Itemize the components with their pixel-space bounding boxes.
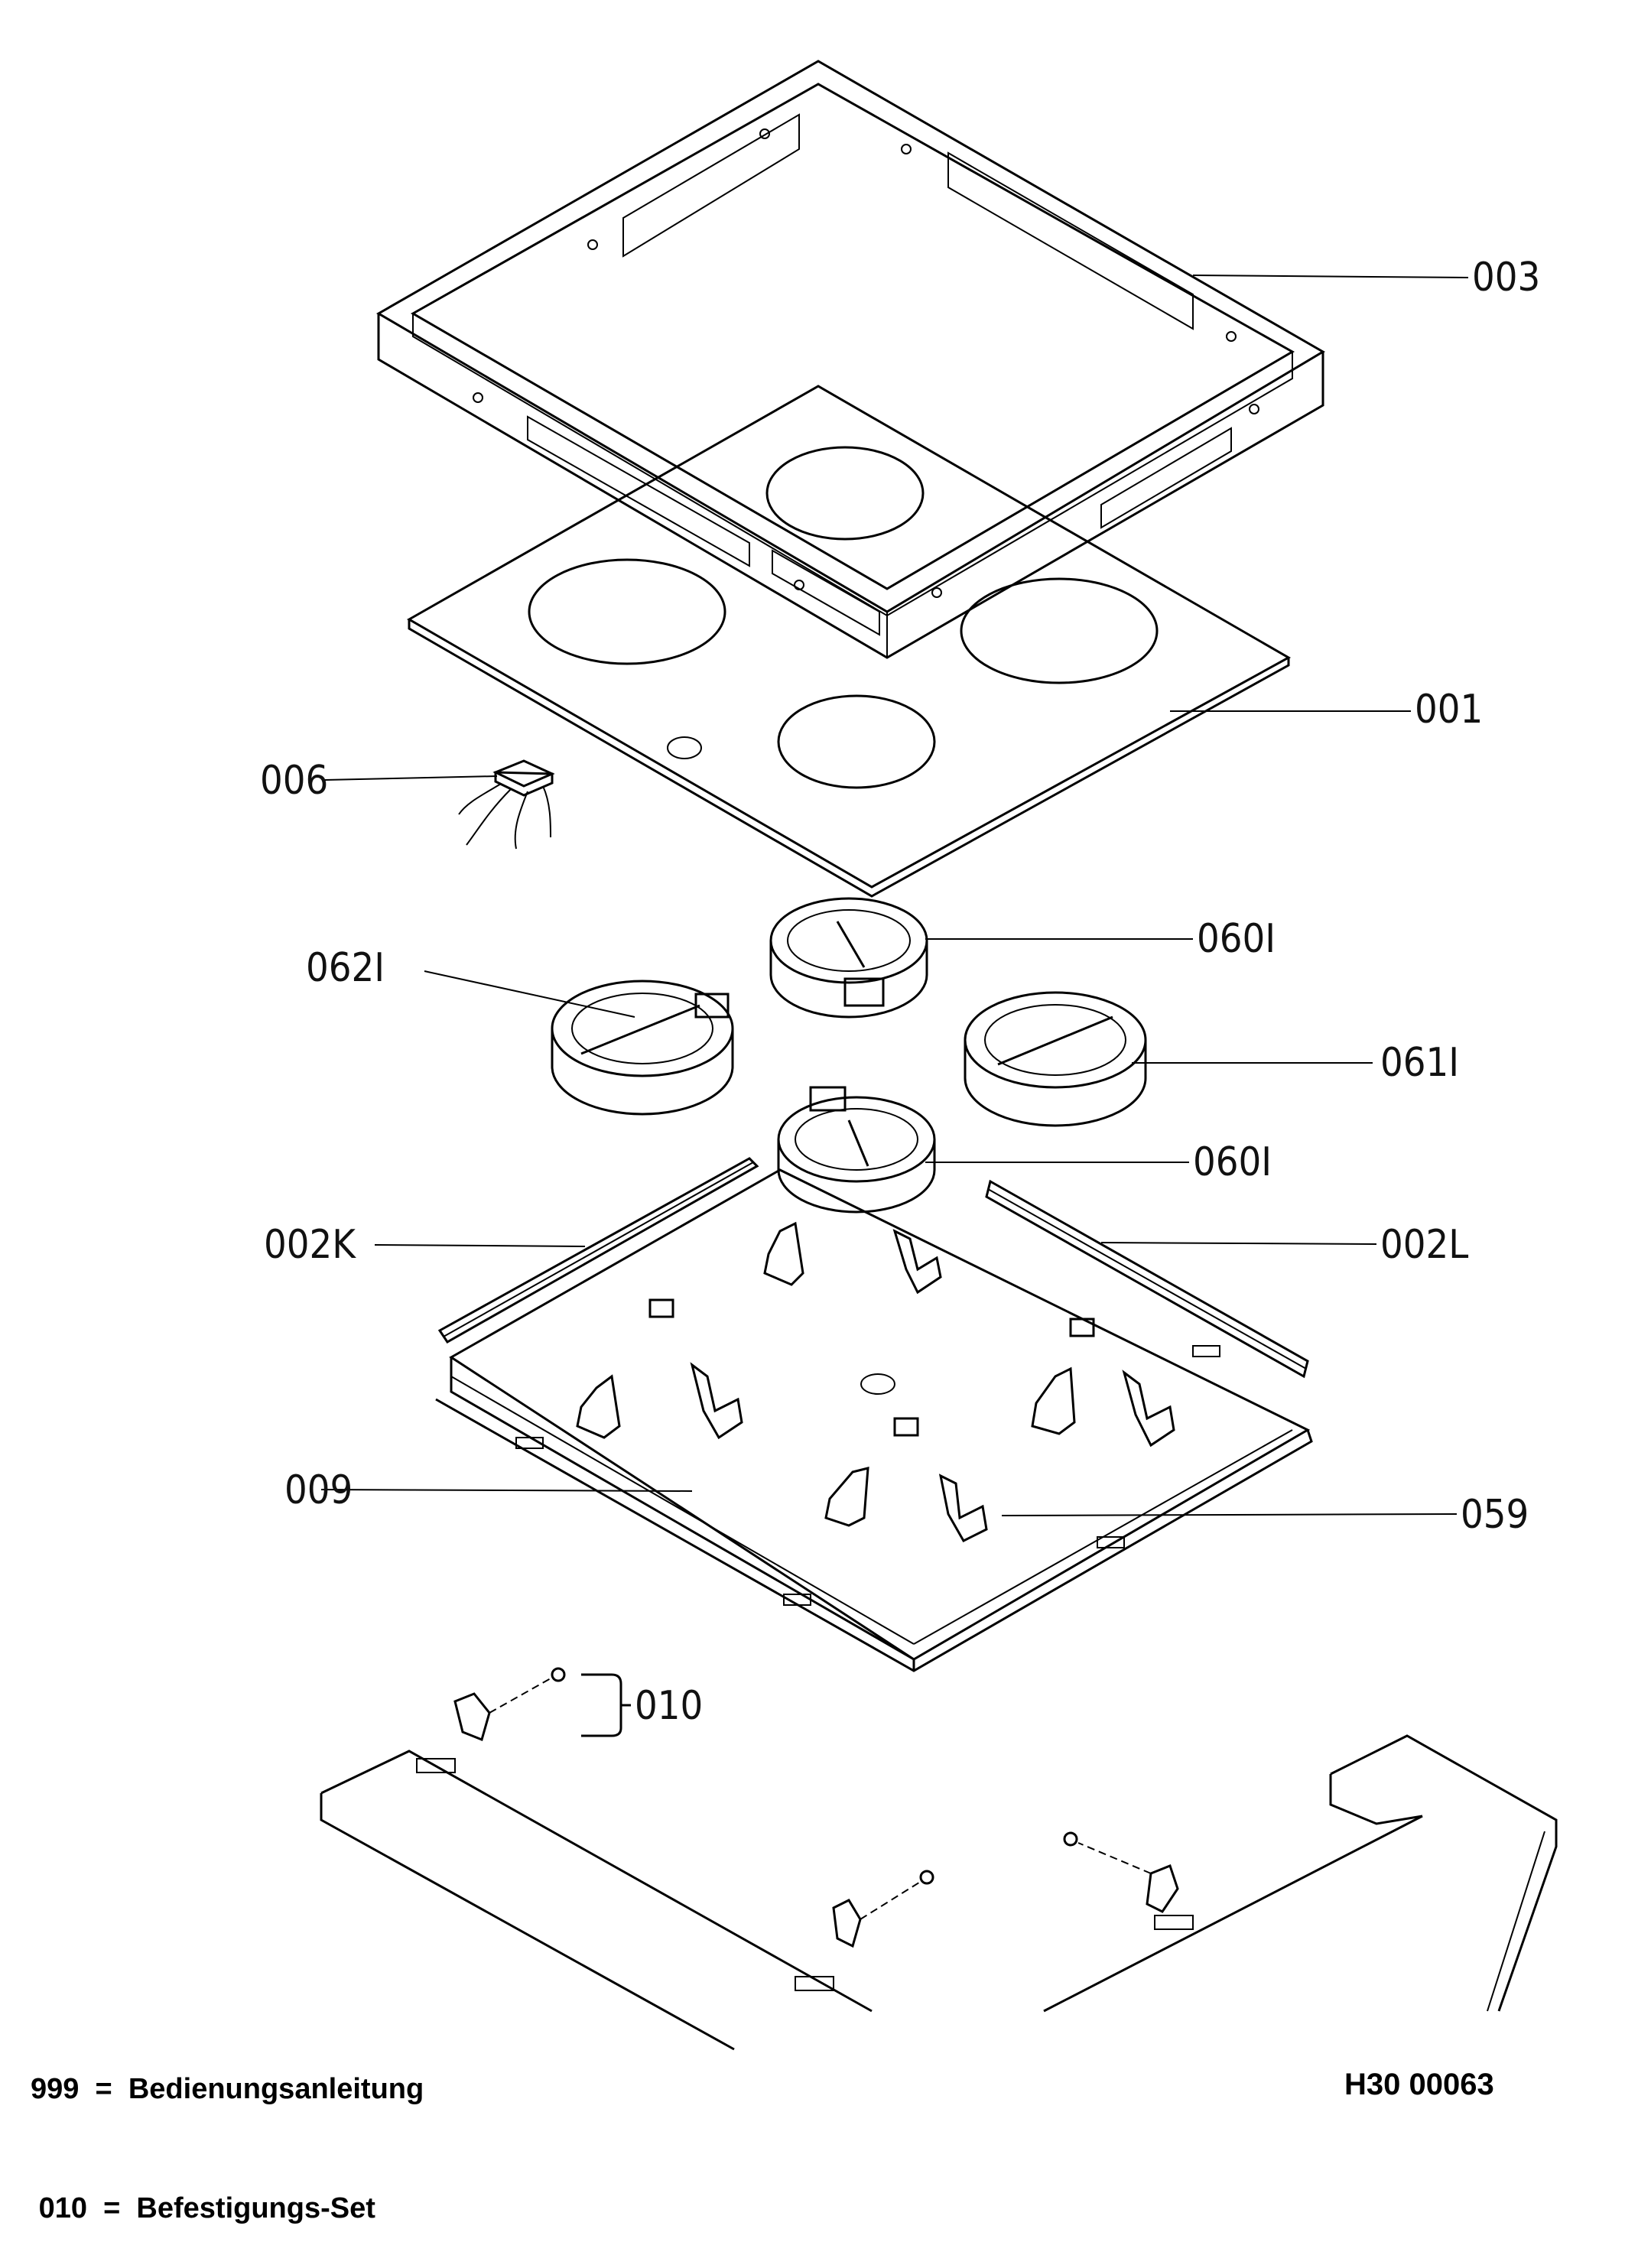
legend-sep: =	[103, 2192, 121, 2224]
callout-tray: 009	[284, 1467, 353, 1513]
callout-frame: 003	[1472, 255, 1540, 301]
burner-left-part	[424, 970, 734, 1116]
rail-left-part	[374, 1157, 759, 1344]
exploded-parts-diagram: 003 001 006 060I 062I 061I 060I 002K 002…	[260, 60, 1558, 2051]
fixing-set-part	[453, 1667, 631, 1742]
burner-front-part	[777, 1086, 1189, 1214]
legend-text: Bedienungsanleitung	[128, 2073, 424, 2105]
burner-back-part	[769, 897, 1193, 1019]
legend-text: Befestigungs-Set	[136, 2192, 375, 2224]
legend-sep: =	[95, 2073, 112, 2105]
legend-row: 999 = Bedienungsanleitung	[31, 2069, 424, 2109]
tray-part	[320, 1168, 1458, 1672]
callout-burner-front: 060I	[1193, 1139, 1272, 1185]
document-id: H30 00063	[1344, 2068, 1494, 2101]
housing-part	[320, 1734, 1558, 2051]
callout-rail-left: 002K	[264, 1222, 356, 1268]
callout-rail-right: 002L	[1380, 1222, 1468, 1268]
callout-connector: 006	[260, 758, 328, 804]
callout-burner-back: 060I	[1197, 916, 1276, 962]
legend-code: 010	[38, 2192, 87, 2224]
frame-part	[376, 60, 1469, 659]
callout-glass-top: 001	[1415, 687, 1483, 733]
callout-burner-right: 061I	[1380, 1040, 1459, 1086]
connector-part	[324, 759, 555, 850]
legend-row: 010 = Befestigungs-Set	[31, 2188, 424, 2228]
burner-right-part	[964, 991, 1373, 1127]
rail-right-part	[985, 1179, 1377, 1379]
callout-fixing-set: 010	[635, 1683, 703, 1729]
legend-code: 999	[31, 2073, 80, 2105]
holder-brackets	[576, 1221, 1175, 1542]
glass-top-part	[406, 385, 1411, 898]
callout-holders: 059	[1461, 1492, 1529, 1538]
callout-burner-left: 062I	[306, 945, 385, 991]
legend: 999 = Bedienungsanleitung 010 = Befestig…	[31, 1990, 424, 2268]
